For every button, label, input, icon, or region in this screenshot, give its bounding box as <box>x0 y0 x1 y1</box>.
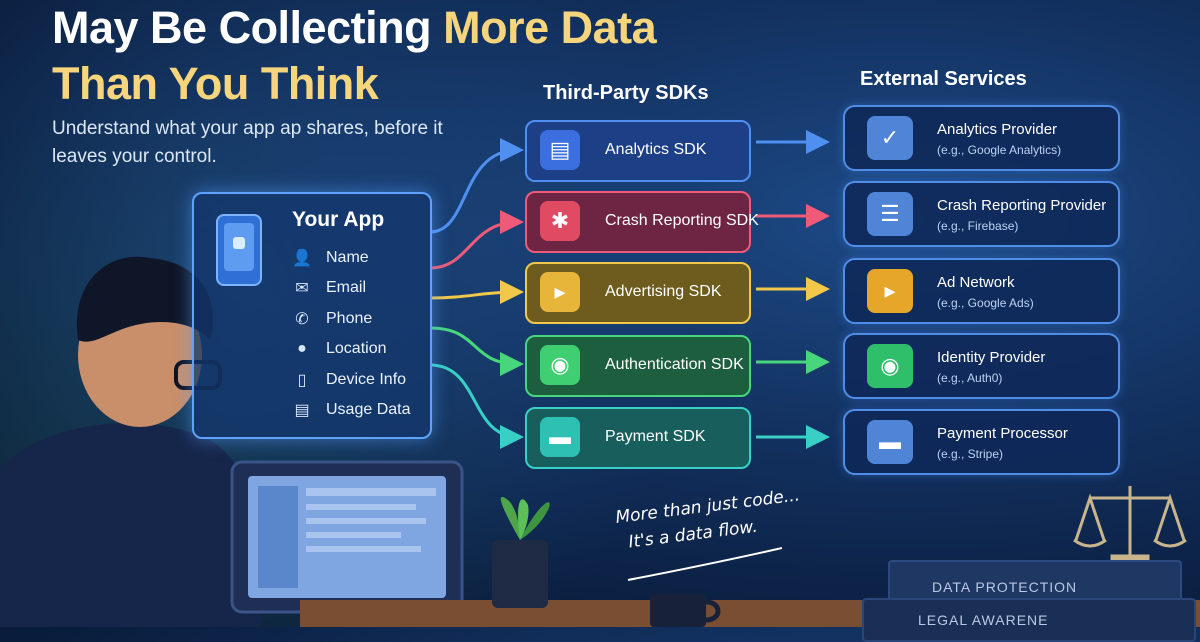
app-item-usage-data: ▤ Usage Data <box>292 398 432 422</box>
credit-card-icon: ▬ <box>867 420 913 464</box>
location-pin-icon: ● <box>297 340 307 357</box>
connector-app-payment <box>429 363 524 449</box>
phone-icon: ✆ <box>295 311 309 328</box>
user-icon: 👤 <box>292 250 312 267</box>
envelope-icon: ✉ <box>295 280 309 297</box>
laptop-illustration <box>230 460 464 614</box>
headline: May Be Collecting More Data Than You Thi… <box>52 0 657 112</box>
app-item-label: Device Info <box>326 371 407 388</box>
app-item-email: ✉ Email <box>292 276 432 300</box>
service-name: Identity Provider <box>937 349 1046 366</box>
sdk-label: Crash Reporting SDK <box>605 212 759 229</box>
app-item-phone: ✆ Phone <box>292 307 432 331</box>
sdk-authentication: ◉ Authentication SDK <box>525 335 751 397</box>
sdk-label: Analytics SDK <box>605 141 707 158</box>
connector-app-advertising <box>429 280 524 305</box>
service-analytics-provider: ✓ Analytics Provider (e.g., Google Analy… <box>843 105 1120 171</box>
connector-app-analytics <box>429 138 524 234</box>
sdk-label: Payment SDK <box>605 428 706 445</box>
app-item-label: Phone <box>326 310 373 327</box>
app-item-label: Name <box>326 249 369 266</box>
person-illustration <box>0 256 264 627</box>
server-icon: ☰ <box>867 192 913 236</box>
service-ad-network: ▸ Ad Network (e.g., Google Ads) <box>843 258 1120 324</box>
lock-icon: ◉ <box>540 345 580 385</box>
service-name: Payment Processor <box>937 425 1068 442</box>
connector-app-authentication <box>429 326 524 376</box>
service-name: Ad Network <box>937 274 1015 291</box>
sdk-label: Authentication SDK <box>605 356 744 373</box>
headline-line-2: Than You Think <box>52 58 379 109</box>
service-identity-provider: ◉ Identity Provider (e.g., Auth0) <box>843 333 1120 399</box>
megaphone-icon: ▸ <box>867 269 913 313</box>
sdk-advertising: ▸ Advertising SDK <box>525 262 751 324</box>
service-example: (e.g., Stripe) <box>937 447 1004 461</box>
service-name: Analytics Provider <box>937 121 1058 138</box>
sdk-crash-reporting: ✱ Crash Reporting SDK <box>525 191 759 253</box>
service-name: Crash Reporting Provider <box>937 197 1107 214</box>
plant-illustration <box>492 496 550 608</box>
book-title: LEGAL AWARENE <box>918 612 1049 628</box>
note-underline <box>627 547 783 581</box>
service-example: (e.g., Google Analytics) <box>937 143 1062 157</box>
book-title: DATA PROTECTION <box>932 579 1078 595</box>
bug-icon: ✱ <box>540 201 580 241</box>
app-item-label: Location <box>326 340 387 357</box>
cloud-check-icon: ✓ <box>867 116 913 160</box>
app-item-label: Usage Data <box>326 401 411 418</box>
service-example: (e.g., Firebase) <box>937 219 1019 233</box>
app-item-device-info: ▯ Device Info <box>292 368 432 392</box>
shield-lock-icon: ◉ <box>867 344 913 388</box>
app-item-label: Email <box>326 279 367 296</box>
service-example: (e.g., Google Ads) <box>937 296 1034 310</box>
scales-illustration <box>1073 486 1187 566</box>
credit-card-icon: ▬ <box>540 417 580 457</box>
services-column-heading: External Services <box>860 68 1027 90</box>
sdk-analytics: ▤ Analytics SDK <box>525 120 751 182</box>
service-payment-processor: ▬ Payment Processor (e.g., Stripe) <box>843 409 1120 475</box>
app-item-location: ● Location <box>292 337 432 361</box>
headline-highlight: More Data <box>443 2 657 53</box>
sdk-payment: ▬ Payment SDK <box>525 407 751 469</box>
connector-app-crash <box>429 210 524 270</box>
megaphone-icon: ▸ <box>540 272 580 312</box>
subtitle: Understand what your app ap shares, befo… <box>52 118 443 167</box>
app-title: Your App <box>292 208 385 231</box>
app-item-name: 👤 Name <box>292 246 432 270</box>
service-example: (e.g., Auth0) <box>937 371 1003 385</box>
your-app-card: Your App 👤 Name ✉ Email ✆ Phone ● Locati… <box>192 192 432 439</box>
device-icon: ▯ <box>297 372 307 389</box>
service-crash-reporting-provider: ☰ Crash Reporting Provider (e.g., Fireba… <box>843 181 1120 247</box>
bar-chart-icon: ▤ <box>540 130 580 170</box>
book-legal-awareness: LEGAL AWARENE <box>862 598 1196 642</box>
phone-icon <box>216 214 262 286</box>
mug-illustration <box>650 594 721 627</box>
sdk-column-heading: Third-Party SDKs <box>543 82 709 104</box>
bar-chart-icon: ▤ <box>294 402 310 419</box>
sdk-label: Advertising SDK <box>605 283 722 300</box>
headline-line-1: May Be Collecting <box>52 2 444 53</box>
